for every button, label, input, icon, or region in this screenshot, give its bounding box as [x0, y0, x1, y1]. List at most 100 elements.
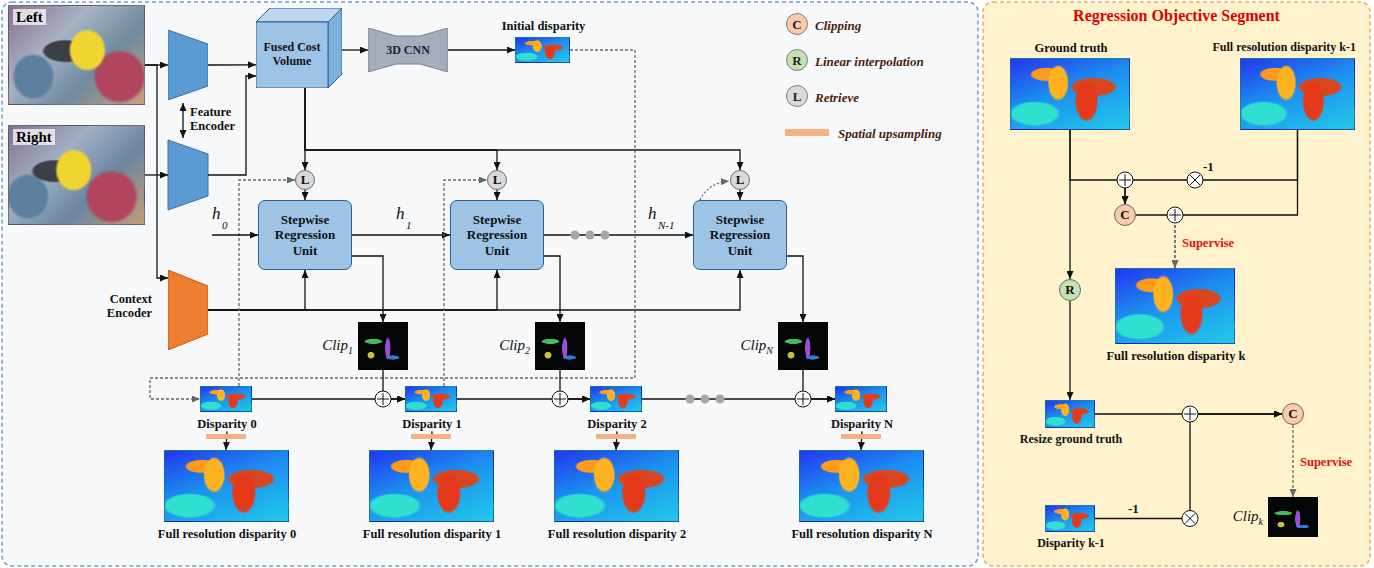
node-text: Full resolution disparity 1: [363, 527, 501, 541]
connector: [740, 190, 741, 200]
connector-line: [787, 256, 803, 322]
node-text: Left: [13, 9, 46, 25]
caption: Disparity 2: [587, 417, 646, 431]
node-text: Disparity 1: [402, 417, 461, 431]
right-panel: [983, 2, 1370, 566]
caption: Left: [13, 9, 46, 26]
node-text: Full resolution disparity k: [1106, 349, 1245, 363]
caption: Ground truth: [1034, 41, 1107, 55]
node-text: L: [493, 172, 502, 188]
connector: [1095, 414, 1282, 519]
connector: [448, 50, 515, 51]
node-text: Stepwise Regression Unit: [700, 212, 780, 259]
caption: Right: [13, 129, 55, 146]
wire: [145, 174, 168, 175]
connector: [352, 235, 450, 236]
process-box: Stepwise Regression Unit: [258, 200, 352, 270]
stereo-image: Right: [8, 125, 145, 225]
hidden-state: h: [648, 204, 657, 223]
label-holder: N-1: [658, 215, 675, 233]
caption: Clipk: [1233, 508, 1263, 525]
factor-label: -1: [1128, 501, 1139, 516]
cube-front: [256, 22, 328, 88]
connector-line: [145, 65, 168, 278]
label-holder: C: [792, 15, 801, 33]
connector-line: [352, 256, 383, 322]
hidden-state-index: N-1: [658, 219, 675, 231]
node-text: Disparity k-1: [1037, 536, 1105, 550]
label-holder: 1: [406, 215, 412, 233]
connector-line: [208, 270, 497, 310]
disparity-image: Resize ground truth: [1045, 400, 1095, 428]
cnn-block: 3D CNN: [368, 28, 448, 72]
caption: Clip1: [322, 337, 353, 354]
subscript: 1: [348, 345, 353, 356]
subscript: k: [1259, 516, 1263, 527]
node-text: Full resolution disparity k-1: [1213, 40, 1356, 54]
hourglass-outline: [368, 28, 448, 72]
connector: [787, 256, 803, 322]
legend-holder: Clipping: [815, 16, 861, 34]
connector-line: [208, 270, 305, 310]
caption: Initial disparity: [502, 19, 586, 33]
caption: Full resolution disparity 0: [158, 527, 296, 541]
disparity-image: Initial disparity: [515, 37, 570, 63]
connector-line: [352, 234, 450, 235]
caption: Disparity 1: [402, 417, 461, 431]
caption: Clip2: [499, 337, 530, 354]
clip-map: Clip2: [535, 322, 585, 370]
full-res-disparity: Full resolution disparity 1: [369, 450, 494, 522]
hidden-state-arrow: [212, 234, 258, 235]
caption: Full resolution disparity k-1: [1213, 41, 1356, 55]
legend-holder: Spatial upsampling: [838, 124, 942, 142]
caption: Context Encoder: [100, 292, 152, 321]
connector-line: [208, 64, 256, 65]
caption: Feature Encoder: [190, 105, 242, 134]
node-text: Full resolution disparity 0: [158, 527, 296, 541]
connector: [1070, 130, 1125, 204]
full-res-disparity: Full resolution disparity k-1: [1240, 58, 1355, 130]
trapezoid-shape: [168, 270, 208, 350]
label-holder: -1: [1203, 157, 1214, 175]
retrieve-op: L: [730, 170, 750, 190]
full-res-disparity: Full resolution disparity 0: [164, 450, 289, 522]
legend-holder: Retrieve: [815, 88, 859, 106]
hidden-state: h: [212, 204, 221, 223]
caption: Full resolution disparity k: [1106, 349, 1245, 363]
full-res-disparity: Full resolution disparity k: [1115, 268, 1235, 344]
context-encoder: Context Encoder: [168, 270, 208, 350]
hidden-state-index: 0: [222, 219, 228, 231]
hidden-state-index: 1: [406, 219, 412, 231]
connector: [208, 270, 305, 310]
objective-panel: Regression Objective SegmentGround truth…: [983, 2, 1370, 566]
node-text: Initial disparity: [502, 19, 586, 33]
process-box: Stepwise Regression Unit: [693, 200, 787, 270]
connector-line: [544, 256, 560, 322]
node-text: Feature Encoder: [190, 105, 235, 133]
legend-letter: C: [792, 17, 801, 32]
connector: [544, 235, 693, 236]
clipping-op: C: [1114, 204, 1136, 226]
connector-line: [496, 190, 497, 200]
node-text: Clip: [322, 337, 348, 353]
node-text: Disparity N: [831, 417, 893, 431]
disparity-image: Disparity 2: [590, 386, 642, 412]
hidden-state: h: [396, 204, 405, 223]
disparity-image: Disparity k-1: [1045, 505, 1095, 532]
cube-top: [256, 8, 342, 22]
plus-symbols: [375, 172, 1198, 422]
connector-line: [1292, 425, 1293, 497]
node-text: L: [301, 172, 310, 188]
clip-map: ClipN: [778, 322, 828, 370]
trapezoid-shape: [168, 30, 208, 100]
node-text: Full resolution disparity N: [791, 527, 932, 541]
connector-line: [342, 49, 368, 50]
connector-line: [1175, 130, 1298, 215]
dotted-arrow: [700, 181, 729, 200]
label-holder: h: [648, 204, 657, 224]
caption: Resize ground truth: [1020, 433, 1122, 447]
node-text: Ground truth: [1034, 41, 1107, 55]
feature-encoder: Feature Encoder: [168, 30, 208, 100]
connector: [305, 190, 306, 200]
node-text: Clip: [1233, 508, 1259, 524]
